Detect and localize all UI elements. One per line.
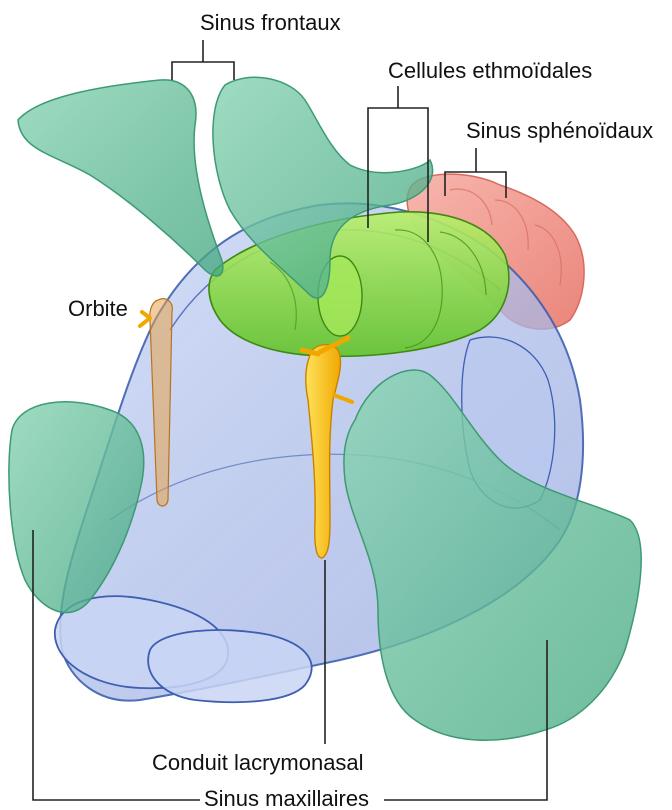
label-sinus-maxillaires: Sinus maxillaires bbox=[204, 786, 369, 810]
frontal-sinus-left-shape bbox=[18, 80, 223, 276]
label-orbite: Orbite bbox=[68, 296, 128, 321]
label-sinus-frontaux: Sinus frontaux bbox=[200, 10, 341, 35]
label-conduit-lacrymonasal: Conduit lacrymonasal bbox=[152, 750, 364, 775]
label-sinus-sphenoidaux: Sinus sphénoïdaux bbox=[466, 118, 653, 143]
leader-sinus-frontaux bbox=[172, 40, 234, 80]
label-cellules-ethmoidales: Cellules ethmoïdales bbox=[388, 58, 592, 83]
